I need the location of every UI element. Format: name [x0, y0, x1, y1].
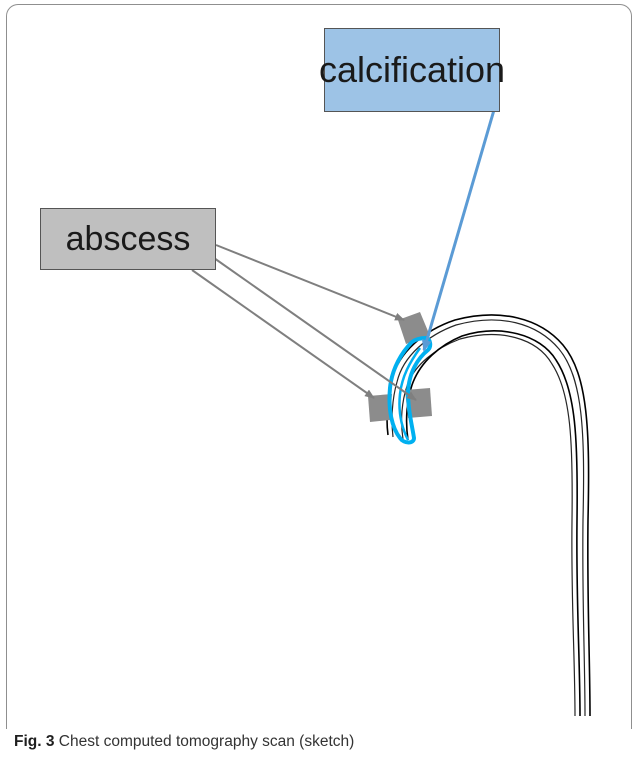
abscess-arrow-middle: [213, 257, 417, 401]
abscess-patch-upper: [398, 312, 430, 344]
abscess-label-text: abscess: [65, 219, 191, 258]
figure-number: Fig. 3: [14, 733, 55, 750]
figure-caption: Fig. 3 Chest computed tomography scan (s…: [14, 733, 354, 751]
vessel-inner-wall: [405, 330, 581, 717]
vessel-outer-wall: [386, 314, 591, 717]
vessel-outer-wall-edge: [391, 319, 586, 717]
figure-frame: [6, 4, 632, 729]
calcification-label-box: calcification: [319, 28, 505, 112]
abscess-label-box: abscess: [40, 208, 216, 270]
abscess-arrow-lower: [191, 269, 375, 399]
calcification-label-text: calcification: [318, 49, 506, 90]
abscess-patch-lower-left: [368, 394, 392, 422]
abscess-arrow-upper: [215, 244, 405, 321]
calcification-outline-inner: [398, 347, 422, 441]
caption-text: Chest computed tomography scan (sketch): [58, 733, 355, 750]
calcification-arrow: [422, 109, 496, 352]
